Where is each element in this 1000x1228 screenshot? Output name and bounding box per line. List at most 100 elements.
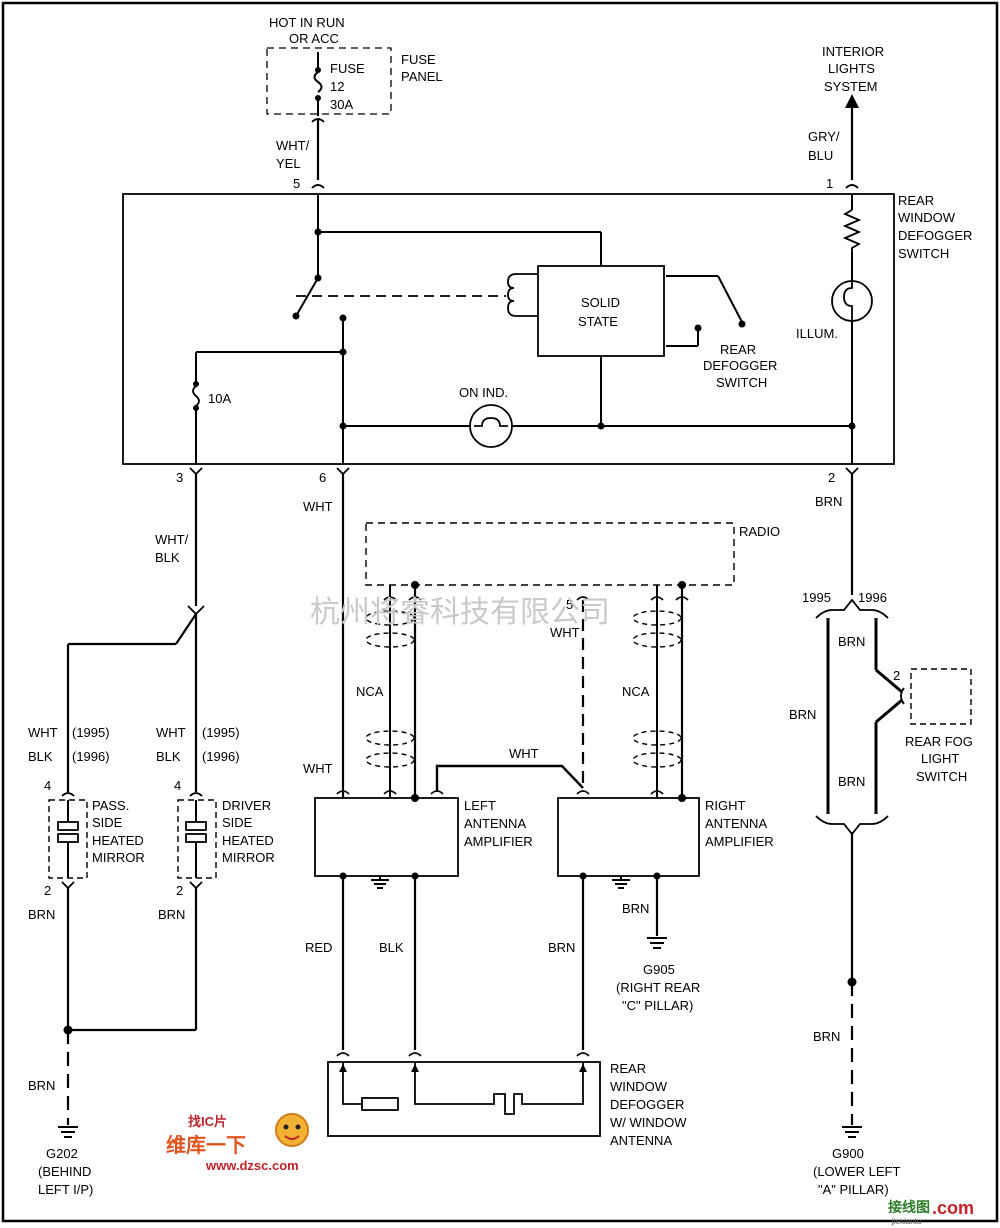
fuse-panel-box [266,47,392,115]
right-amp-ground-icon [612,876,630,889]
left-amp-label-3: AMPLIFIER [464,834,533,849]
relay-coil-icon [507,273,538,317]
jiexiantu-logo: 接线图 .com jiexiantu [888,1198,974,1226]
connector-fuse-out [311,118,325,123]
indicator-lamp-icon [469,404,513,448]
wire-label-brn-g905: BRN [622,901,649,916]
switch-internal-wiring [195,194,853,464]
drv-mirror-label-4: MIRROR [222,850,275,865]
wire-label-brn-pin2: BRN [815,494,842,509]
logo-url-text: www.dzsc.com [205,1158,299,1173]
drv-mirror-label-2: SIDE [222,815,253,830]
branch-bracket-top [815,598,889,619]
wire-label-wht-blk-2: BLK [155,550,180,565]
wire-label-brn-pass: BRN [28,907,55,922]
drv-wht-year: (1995) [202,725,240,740]
wire-label-wht-amp: WHT [303,761,333,776]
fuse-panel-label-1: FUSE [401,52,436,67]
wire-label-wht-col6: WHT [303,499,333,514]
right-coax-dot-top [678,581,686,589]
pin-4-drv: 4 [174,778,181,793]
connector-pin1 [845,184,859,189]
g905-label-2: (RIGHT REAR [616,980,700,995]
wire-label-brn-fog-lower: BRN [838,774,865,789]
switch-title-4: SWITCH [898,246,949,261]
pin-2-pass: 2 [44,883,51,898]
splice-dot-g202 [63,1025,73,1035]
g202-label-1: G202 [46,1146,78,1161]
defog-label-5: ANTENNA [610,1133,672,1148]
wire-label-brn-g900: BRN [813,1029,840,1044]
amp-bottom-dots [339,872,661,880]
resistor-icon [842,209,862,252]
right-antenna-amplifier [557,797,700,877]
defog-label-4: W/ WINDOW [610,1115,687,1130]
interior-label-3: SYSTEM [824,79,877,94]
year-1995: 1995 [802,590,831,605]
defogger-grid-icon [342,1062,584,1115]
dzsc-logo: 找IC片 维库一下 www.dzsc.com [166,1113,309,1173]
rear-switch-label-3: SWITCH [716,375,767,390]
fuse-10a-symbol [192,381,200,411]
rear-switch-label-2: DEFOGGER [703,358,777,373]
g900-label-2: (LOWER LEFT [813,1164,900,1179]
switch-junction-dots [292,228,856,430]
radio-box [365,522,735,586]
rear-switch-label-1: REAR [720,342,756,357]
wire-label-nca-right: NCA [622,684,650,699]
drv-blk: BLK [156,749,181,764]
g202-label-3: LEFT I/P) [38,1182,93,1197]
branch-bracket-bottom [815,815,889,836]
ground-g905-icon [647,937,667,949]
wire-label-gry-blu-1: GRY/ [808,129,840,144]
connector-pin5 [311,184,325,189]
hot-label-1: HOT IN RUN [269,15,345,30]
defog-label-2: WINDOW [610,1079,668,1094]
pass-mirror-label-2: SIDE [92,815,123,830]
pin-2-right: 2 [828,470,835,485]
defog-label-3: DEFOGGER [610,1097,684,1112]
drv-mirror-label-1: DRIVER [222,798,271,813]
wire-label-red: RED [305,940,332,955]
wire-label-gry-blu-2: BLU [808,148,833,163]
drv-mirror-label-3: HEATED [222,833,274,848]
pass-mirror-label-3: HEATED [92,833,144,848]
hot-label-2: OR ACC [289,31,339,46]
splice-connector [187,605,205,616]
pass-blk: BLK [28,749,53,764]
pass-wht: WHT [28,725,58,740]
illumination-lamp-icon [831,280,873,322]
pin-2-fog: 2 [893,668,900,683]
g905-label-1: G905 [643,962,675,977]
pin-2-drv: 2 [176,883,183,898]
right-amp-label-3: AMPLIFIER [705,834,774,849]
g202-label-2: (BEHIND [38,1164,91,1179]
right-coax-cable-icon [632,585,689,798]
right-amp-label-2: ANTENNA [705,816,767,831]
pin-4-pass: 4 [44,778,51,793]
pass-wht-year: (1995) [72,725,110,740]
fog-switch-connector [900,687,905,705]
illum-label: ILLUM. [796,326,838,341]
interior-label-2: LIGHTS [828,61,875,76]
solid-state-label-1: SOLID [581,295,620,310]
pin-5-top: 5 [293,176,300,191]
company-watermark: 杭州将睿科技有限公司 [310,595,610,630]
solid-state-module [537,265,665,357]
corner-logo-text: 接线图 [888,1199,930,1216]
defogger-arrow-icons [339,1064,587,1072]
radio-label: RADIO [739,524,780,539]
wire-label-wht-radio5: WHT [550,625,580,640]
right-amp-label-1: RIGHT [705,798,746,813]
driver-mirror-heater-icon [177,792,217,890]
fuse-number: 12 [330,79,344,94]
left-amp-label-1: LEFT [464,798,496,813]
amp-bottom-wires [341,876,659,1050]
switch-bottom-connectors [189,467,859,476]
pass-mirror-label-4: MIRROR [92,850,145,865]
wire-label-wht-yel-1: WHT/ [276,138,310,153]
wire-label-wht-blk-1: WHT/ [155,532,189,547]
wire-label-blk: BLK [379,940,404,955]
year-1996: 1996 [858,590,887,605]
